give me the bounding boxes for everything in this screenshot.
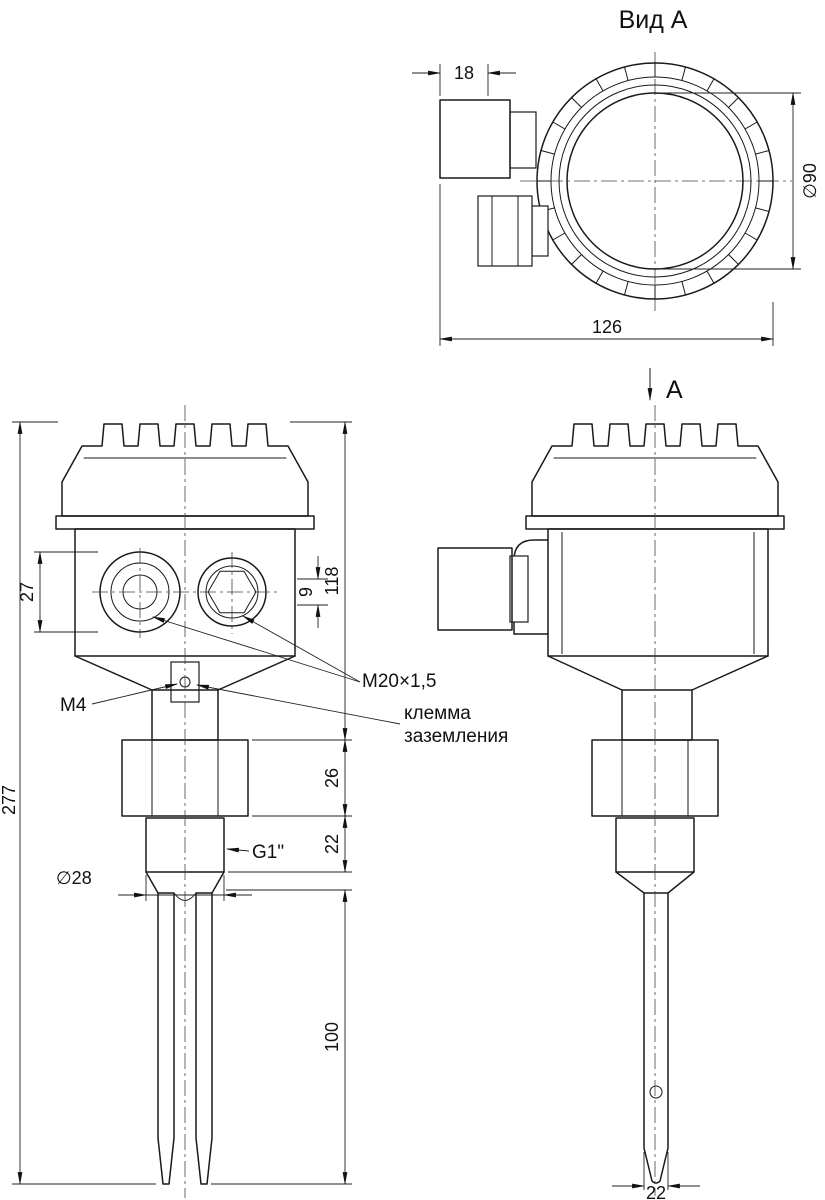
- cable-gland-knurled-body: [437, 547, 513, 631]
- second-entry-plug: [477, 195, 533, 267]
- dim-text-22-thread: 22: [322, 834, 342, 854]
- gland-collar: [509, 555, 529, 623]
- label-m20: М20×1,5: [362, 671, 436, 692]
- front-view-centerlines: [92, 405, 280, 1198]
- cable-gland-knurled-body: [439, 99, 511, 179]
- dim-text-277: 277: [0, 785, 19, 815]
- gland-collar: [509, 111, 537, 169]
- housing-rib: [706, 270, 715, 284]
- housing-rib: [540, 150, 555, 155]
- dim-text-27: 27: [17, 582, 37, 602]
- callout-m20: М20×1,5: [151, 615, 436, 692]
- housing-rib: [706, 78, 715, 92]
- housing-rib: [571, 97, 582, 108]
- view-direction-marker: А: [647, 368, 683, 404]
- dim-text-126: 126: [592, 317, 622, 337]
- taper-line: [691, 655, 769, 691]
- dimension-126: 126: [438, 184, 775, 346]
- blade-outline: [643, 892, 669, 1184]
- housing-rib: [744, 121, 758, 130]
- cable-gland-top-view: [439, 99, 549, 267]
- housing-taper: [547, 655, 769, 691]
- dim-text-100: 100: [322, 1022, 342, 1052]
- housing-rib: [552, 121, 566, 130]
- leader-line: [195, 684, 401, 725]
- front-view: 277 27 9 118 26 2: [0, 405, 508, 1198]
- housing-ribs: [537, 63, 773, 299]
- blade-hole: [649, 1085, 663, 1099]
- dimension-277: 277: [0, 420, 156, 1186]
- top-view: Вид А 18: [412, 6, 820, 346]
- housing-rib: [595, 78, 604, 92]
- dim-text-d28: ∅28: [56, 868, 92, 888]
- callout-ground-terminal: клемма заземления: [195, 684, 508, 747]
- housing-body: [547, 528, 769, 657]
- dimension-d90: ∅90: [660, 91, 820, 271]
- view-direction-letter: А: [666, 376, 683, 404]
- housing-rib: [755, 207, 770, 212]
- neck: [621, 689, 693, 741]
- cover-glass-circle: [566, 92, 744, 270]
- dimension-26: 26: [252, 738, 352, 818]
- dimension-118: 118: [252, 420, 352, 742]
- fork-tine-left: [157, 892, 175, 1185]
- side-view: 22: [437, 405, 785, 1200]
- housing-rib: [571, 254, 582, 265]
- housing-rib: [552, 232, 566, 241]
- dimension-18: 18: [412, 63, 516, 96]
- callout-m4: М4: [60, 683, 179, 716]
- dim-text-9: 9: [296, 587, 316, 597]
- taper-line: [217, 655, 296, 691]
- dimension-22-fork: 22: [612, 1152, 700, 1200]
- housing-rib: [624, 66, 629, 81]
- housing-rib: [728, 254, 739, 265]
- fork-tine-right: [195, 892, 213, 1185]
- label-ground-line2: заземления: [404, 726, 508, 747]
- housing-rib: [755, 150, 770, 155]
- dim-text-18: 18: [454, 63, 474, 83]
- dimension-d28: ∅28: [56, 868, 252, 901]
- fork-blade-side: [615, 871, 695, 1184]
- leader-line: [242, 615, 361, 683]
- taper-line: [74, 655, 153, 691]
- housing-rib: [728, 97, 739, 108]
- dimension-9: 9: [296, 556, 328, 628]
- dim-text-22-fork: 22: [646, 1183, 666, 1200]
- leader-line: [91, 683, 179, 705]
- fork-root-line: [211, 871, 225, 894]
- leader-line: [225, 847, 250, 853]
- label-m4: М4: [60, 695, 87, 716]
- housing-rib: [595, 270, 604, 284]
- cover-ring-circle: [558, 84, 752, 278]
- dimension-27: 27: [17, 550, 98, 634]
- dimension-100: 100: [211, 888, 352, 1186]
- leader-line: [151, 616, 361, 683]
- top-view-housing: [536, 62, 774, 300]
- label-ground-line1: клемма: [404, 703, 471, 724]
- fork-root-line: [667, 871, 695, 894]
- fork-root-line: [145, 871, 159, 894]
- cable-gland-side-view: [437, 539, 549, 635]
- view-a-title: Вид А: [619, 6, 688, 34]
- callout-g1: G1": [225, 842, 284, 863]
- taper-line: [547, 655, 623, 691]
- housing-rib: [744, 232, 758, 241]
- housing-rib: [681, 66, 686, 81]
- dim-text-118: 118: [322, 567, 342, 596]
- housing-rib: [624, 281, 629, 296]
- housing-rib: [681, 281, 686, 296]
- dimension-22-thread: 22: [228, 814, 352, 874]
- housing-taper: [74, 655, 296, 691]
- fork-root-line: [615, 871, 645, 894]
- dim-text-26: 26: [322, 768, 342, 788]
- top-view-centerlines: [520, 52, 792, 314]
- plug-collar: [531, 205, 549, 257]
- dim-text-d90: ∅90: [800, 163, 820, 199]
- label-g1: G1": [252, 842, 284, 863]
